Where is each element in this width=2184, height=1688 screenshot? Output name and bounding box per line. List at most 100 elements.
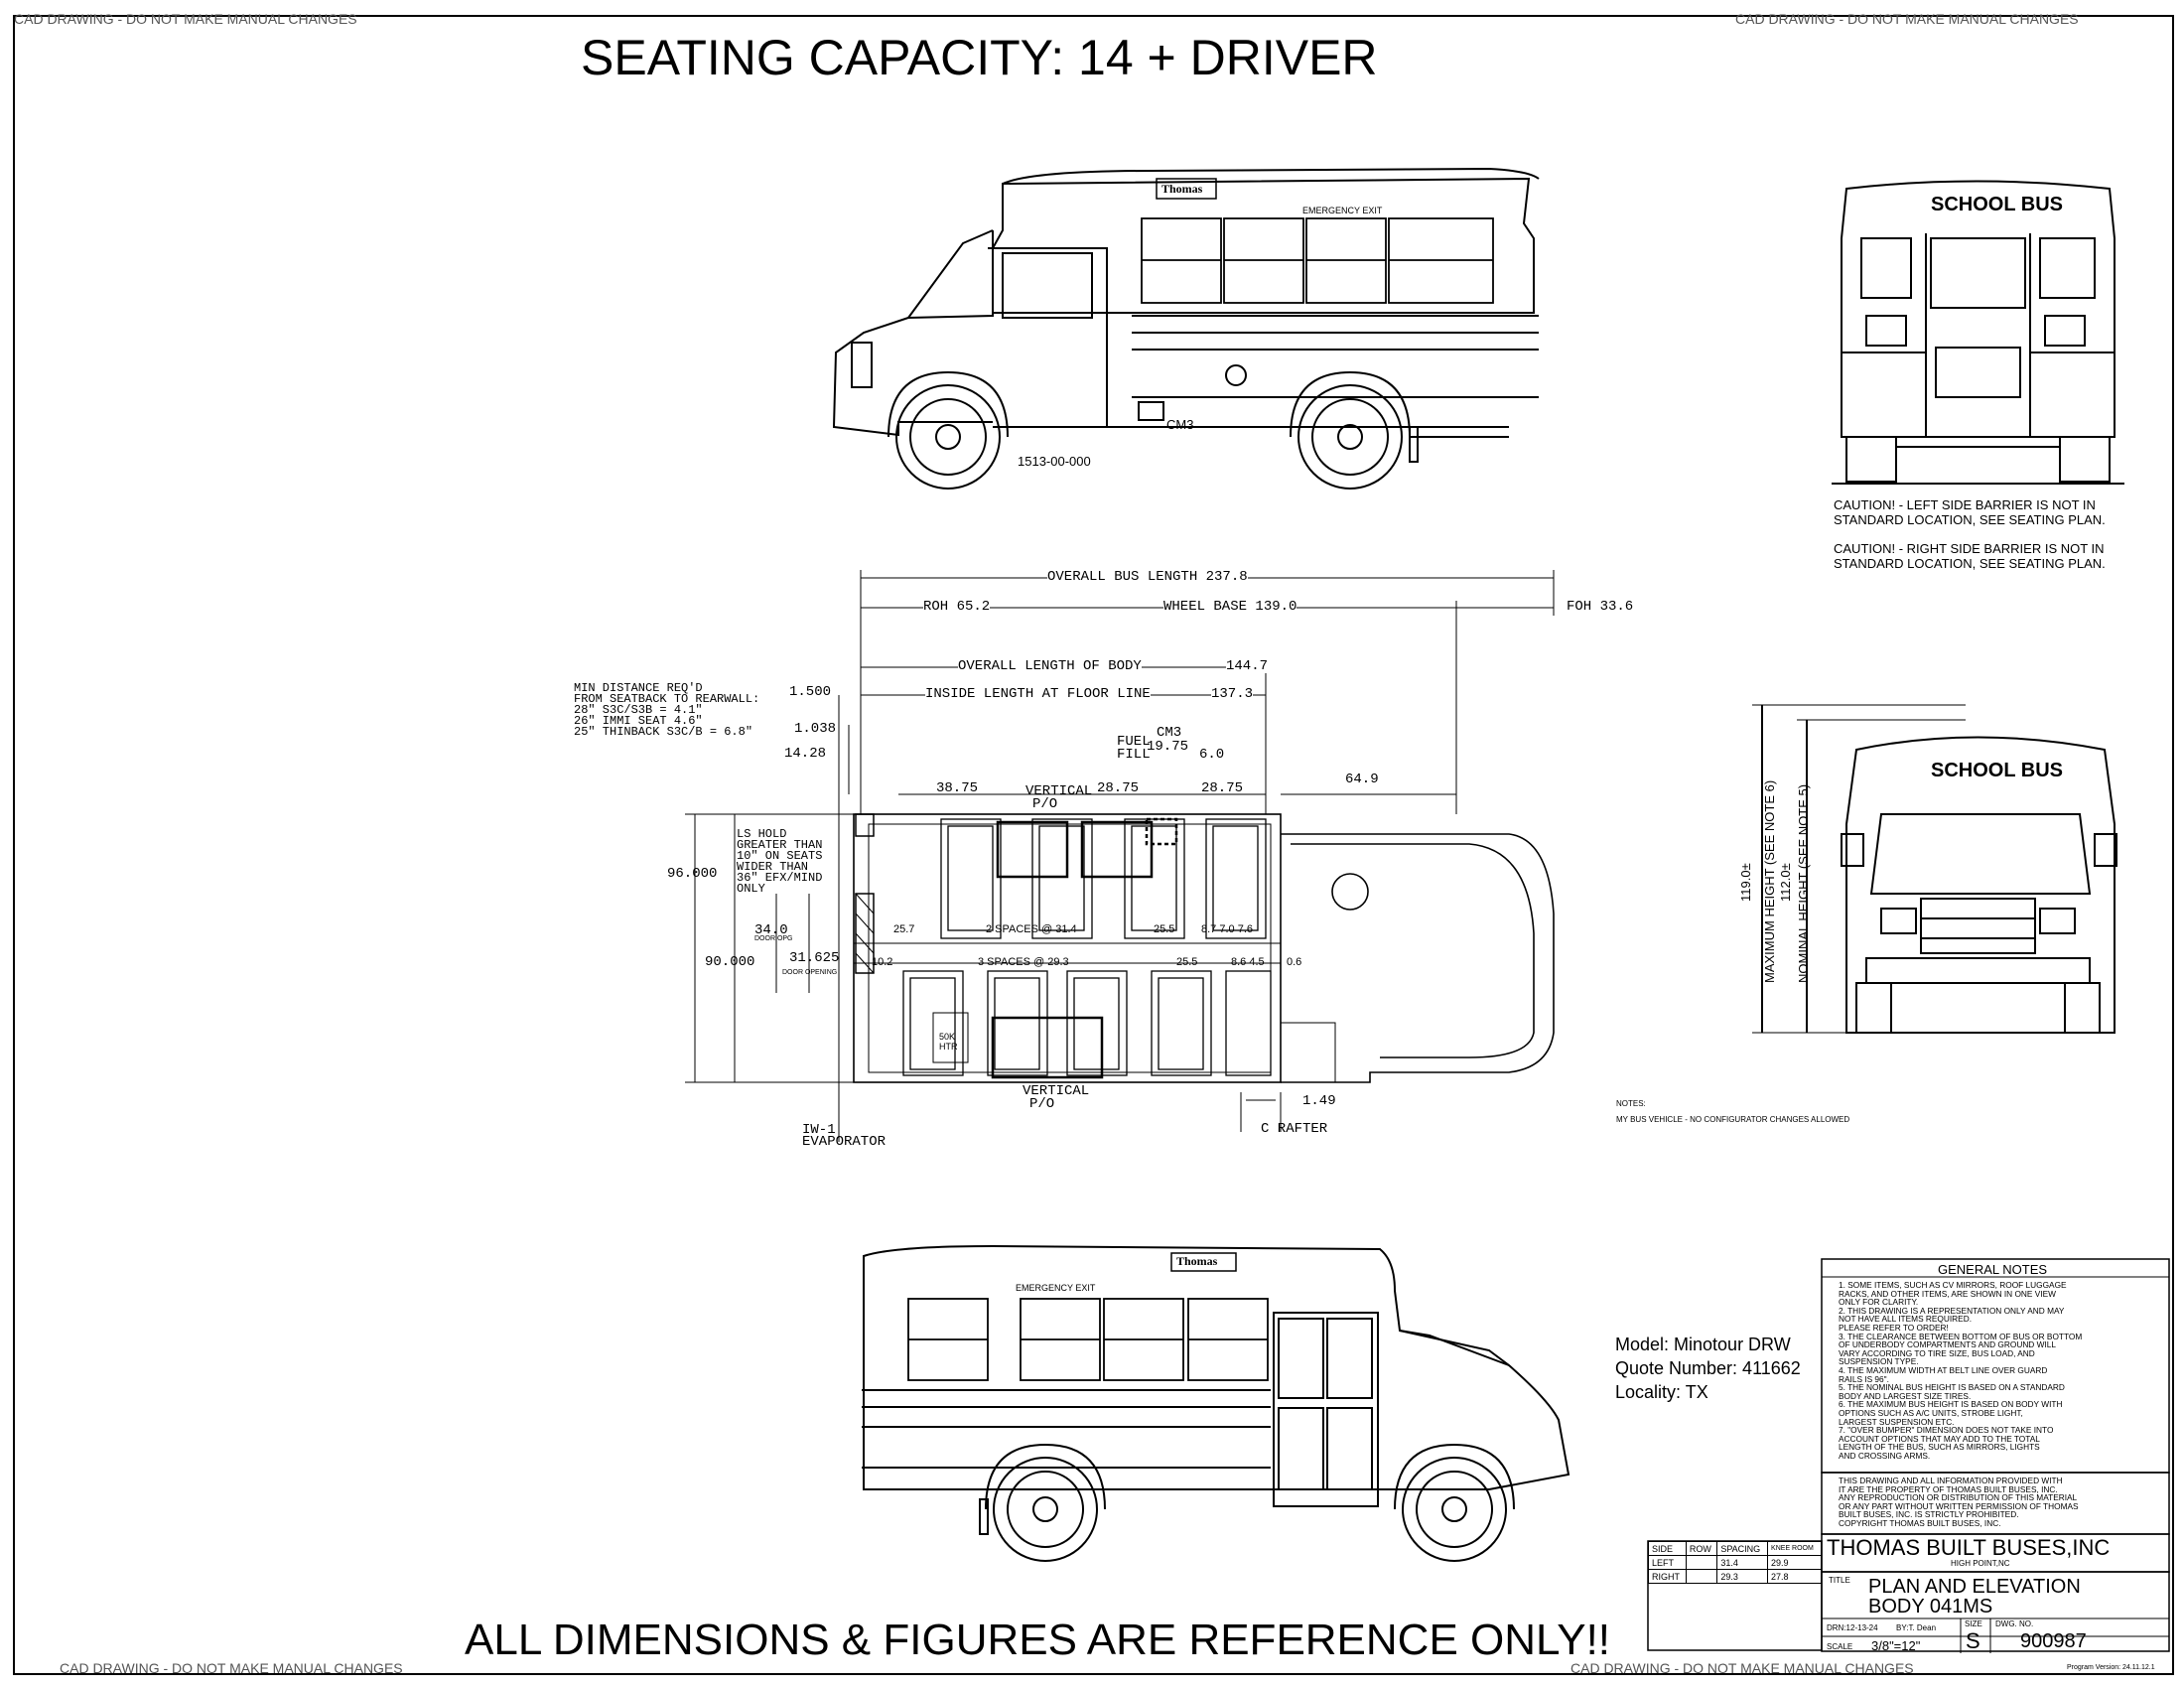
reference-only-banner: ALL DIMENSIONS & FIGURES ARE REFERENCE O… — [465, 1616, 1611, 1664]
size-value: S — [1966, 1628, 1980, 1653]
dim-2875b: 28.75 — [1201, 780, 1244, 796]
vertical-bottom-label: VERTICAL — [1023, 1083, 1090, 1099]
spacing-table: SIDE ROW SPACING KNEE ROOM LEFT 31.4 29.… — [1648, 1541, 1822, 1584]
note-line: THIS DRAWING AND ALL INFORMATION PROVIDE… — [1839, 1476, 2063, 1485]
dim-257: 25.7 — [893, 923, 915, 935]
watermark-top-right: CAD DRAWING - DO NOT MAKE MANUAL CHANGES — [1735, 11, 2079, 27]
dim-31625: 31.625 — [789, 950, 840, 966]
inside-length-value: 137.3 — [1211, 686, 1254, 702]
spacing-header-spacing: SPACING — [1716, 1541, 1769, 1556]
locality: Locality: TX — [1615, 1382, 1708, 1402]
drawn-date: DRN:12-13-24 — [1827, 1623, 1878, 1632]
three-spaces-label: 3 SPACES @ 29.3 — [978, 956, 1069, 968]
po-bottom-label: P/O — [1029, 1096, 1055, 1112]
nominal-height-value: 112.0± — [1778, 863, 1793, 902]
overall-body-value: 144.7 — [1226, 658, 1269, 674]
watermark-top-left: CAD DRAWING - DO NOT MAKE MANUAL CHANGES — [14, 11, 357, 27]
min-dist-line-1: MIN DISTANCE REQ'D — [574, 681, 703, 695]
rear-school-bus-sign: SCHOOL BUS — [1931, 194, 2063, 215]
min-dist-line-4: 26" IMMI SEAT 4.6" — [574, 714, 703, 728]
dim-2875a: 28.75 — [1097, 780, 1140, 796]
table-row: LEFT 31.4 29.9 — [1648, 1555, 1822, 1570]
dim-60: 6.0 — [1199, 747, 1225, 763]
program-version: Program Version: 24.11.12.1 — [2067, 1664, 2155, 1671]
table-cell: 29.3 — [1716, 1569, 1769, 1584]
table-cell: RIGHT — [1648, 1569, 1687, 1584]
inside-length-label: INSIDE LENGTH AT FLOOR LINE — [925, 686, 1151, 702]
max-height-label: MAXIMUM HEIGHT (SEE NOTE 6) — [1762, 779, 1777, 983]
drawing-title-line-1: PLAN AND ELEVATION — [1868, 1576, 2081, 1598]
cm3-label: CM3 — [1166, 417, 1194, 432]
min-dist-line-3: 28" S3C/S3B = 4.1" — [574, 703, 703, 717]
note-line: BUILT BUSES, INC. IS STRICTLY PROHIBITED… — [1839, 1509, 2019, 1520]
dim-255b: 25.5 — [1176, 956, 1198, 968]
note-line: ANY REPRODUCTION OR DISTRIBUTION OF THIS… — [1839, 1492, 2078, 1503]
caution-right-line-1: CAUTION! - RIGHT SIDE BARRIER IS NOT IN — [1834, 541, 2105, 556]
note-line: COPYRIGHT THOMAS BUILT BUSES, INC. — [1839, 1517, 2001, 1528]
dim-1975: 19.75 — [1147, 739, 1189, 755]
side-elevation-bottom — [862, 1244, 1570, 1562]
title-label: TITLE — [1829, 1576, 1850, 1585]
note-line: BODY AND LARGEST SIZE TIRES. — [1839, 1390, 1972, 1401]
ls-hold-line-2: GREATER THAN — [737, 838, 823, 852]
max-height-value: 119.0± — [1738, 863, 1753, 902]
spacing-header-row: ROW — [1685, 1541, 1718, 1556]
side-elevation-top — [832, 167, 1540, 490]
note-line: ACCOUNT OPTIONS THAT MAY ADD TO THE TOTA… — [1839, 1433, 2040, 1444]
ls-hold-line-6: ONLY — [737, 882, 765, 896]
watermark-bottom-left: CAD DRAWING - DO NOT MAKE MANUAL CHANGES — [60, 1660, 403, 1676]
note-line: ONLY FOR CLARITY. — [1839, 1297, 1919, 1308]
caution-right-line-2: STANDARD LOCATION, SEE SEATING PLAN. — [1834, 556, 2106, 571]
note-line: SUSPENSION TYPE. — [1839, 1356, 1919, 1367]
table-cell — [1685, 1569, 1718, 1584]
ls-hold-line-3: 10" ON SEATS — [737, 849, 823, 863]
dim-340: 34.0 — [754, 922, 788, 938]
emergency-exit-label: EMERGENCY EXIT — [1302, 206, 1383, 215]
rear-view — [1832, 180, 2124, 485]
note-line: PLEASE REFER TO ORDER! — [1839, 1322, 1949, 1333]
title-block-frame — [1647, 1258, 2170, 1653]
nominal-height-label: NOMINAL HEIGHT (SEE NOTE 5) — [1796, 783, 1811, 983]
general-notes-list: 1. SOME ITEMS, SUCH AS CV MIRRORS, ROOF … — [1839, 1281, 2166, 1460]
dwg-no-label: DWG. NO. — [1995, 1619, 2034, 1628]
notes-label: NOTES: — [1616, 1099, 1646, 1108]
spacing-header-side: SIDE — [1648, 1541, 1687, 1556]
table-cell: 27.8 — [1767, 1569, 1822, 1584]
spacing-header-knee: KNEE ROOM — [1767, 1541, 1822, 1556]
dim-649: 64.9 — [1345, 772, 1379, 787]
note-line: AND CROSSING ARMS. — [1839, 1450, 1931, 1461]
note-line: 2. THIS DRAWING IS A REPRESENTATION ONLY… — [1839, 1305, 2065, 1316]
watermark-bottom-right: CAD DRAWING - DO NOT MAKE MANUAL CHANGES — [1570, 1660, 1914, 1676]
note-line: 7. "OVER BUMPER" DIMENSION DOES NOT TAKE… — [1839, 1425, 2054, 1436]
cm3-plan-label: CM3 — [1157, 725, 1182, 741]
front-view — [1752, 704, 2117, 1034]
ls-hold-line-4: WIDER THAN — [737, 860, 809, 874]
company-name: THOMAS BUILT BUSES,INC — [1827, 1535, 2111, 1560]
dim-06: 0.6 — [1287, 956, 1302, 968]
note-line: LARGEST SUSPENSION ETC. — [1839, 1416, 1955, 1427]
note-line: IT ARE THE PROPERTY OF THOMAS BUILT BUSE… — [1839, 1483, 2058, 1494]
overall-body-label: OVERALL LENGTH OF BODY — [958, 658, 1142, 674]
heater-label-1: 50K — [939, 1032, 956, 1042]
plan-view — [685, 570, 1555, 1142]
note-line: 5. THE NOMINAL BUS HEIGHT IS BASED ON A … — [1839, 1382, 2065, 1393]
quote-number: Quote Number: 411662 — [1615, 1358, 1801, 1378]
note-line: OPTIONS SUCH AS A/C UNITS, STROBE LIGHT, — [1839, 1407, 2023, 1418]
note-line: RAILS IS 96". — [1839, 1373, 1889, 1384]
fuel-fill-label-1: FUEL — [1117, 734, 1151, 750]
heater-label-2: HTR — [939, 1042, 958, 1052]
door-opg-label: DOOR OPG — [754, 935, 793, 942]
c-rafter-label: C RAFTER — [1261, 1121, 1328, 1137]
two-spaces-label: 2 SPACES @ 31.4 — [986, 923, 1077, 935]
door-opening-label: DOOR OPENING — [782, 969, 838, 976]
foh-dim: FOH 33.6 — [1567, 599, 1634, 615]
drawn-by: BY:T. Dean — [1896, 1623, 1937, 1632]
min-dist-line-5: 25" THINBACK S3C/B = 6.8" — [574, 725, 753, 739]
note-line: RACKS, AND OTHER ITEMS, ARE SHOWN IN ONE… — [1839, 1288, 2056, 1299]
front-school-bus-sign: SCHOOL BUS — [1931, 760, 2063, 781]
caution-left-line-1: CAUTION! - LEFT SIDE BARRIER IS NOT IN — [1834, 497, 2096, 512]
thomas-brand-plate: Thomas — [1161, 182, 1203, 196]
model-name: Model: Minotour DRW — [1615, 1335, 1791, 1354]
dim-1500: 1.500 — [789, 684, 832, 700]
